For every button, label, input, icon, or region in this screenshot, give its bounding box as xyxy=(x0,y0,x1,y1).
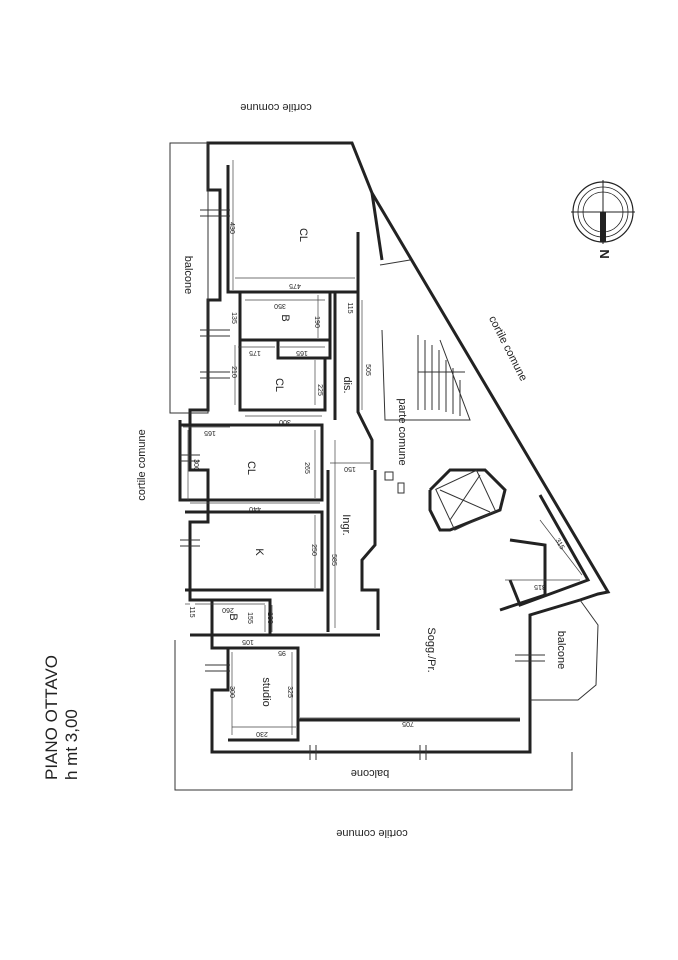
dim-190: 190 xyxy=(313,316,320,328)
wall-corridor-inner xyxy=(379,259,411,266)
wall-dis xyxy=(356,292,374,470)
dim-230: 230 xyxy=(256,730,268,737)
wall-stairs-box xyxy=(381,329,471,421)
wall-right-room xyxy=(508,494,591,607)
lift-cross2 xyxy=(449,474,481,521)
balcone-bottom-outline xyxy=(174,640,573,791)
dim-130: 130 xyxy=(266,612,273,624)
plan-title: PIANO OTTAVO xyxy=(42,655,61,780)
cortile-right-label: cortile comune xyxy=(486,314,529,383)
dim-440: 440 xyxy=(249,505,261,512)
balcone-right-outline xyxy=(530,599,599,701)
cortile-bottom-label: cortile comune xyxy=(336,827,408,839)
balcone-right-label: balcone xyxy=(555,631,567,670)
room-cl2-label: CL xyxy=(273,378,285,392)
dim-315b: 315 xyxy=(553,537,565,551)
room-cl3-label: CL xyxy=(245,461,257,475)
balcone-left-label: balcone xyxy=(182,256,194,295)
lift-box xyxy=(435,469,497,531)
room-b1-label: B xyxy=(279,314,291,321)
dim-135: 135 xyxy=(230,312,237,324)
dim-585: 585 xyxy=(330,554,337,566)
dim-475: 475 xyxy=(289,282,301,289)
dim-165b: 165 xyxy=(204,429,216,436)
north-label: N xyxy=(597,249,612,258)
parte-comune-label: parte comune xyxy=(396,398,408,465)
stairs xyxy=(417,335,465,416)
dim-300b: 300 xyxy=(192,459,199,471)
north-compass-icon xyxy=(571,180,635,244)
room-b2-label: B xyxy=(227,613,239,620)
dim-325: 325 xyxy=(286,686,293,698)
wall-b2 xyxy=(190,598,272,637)
dim-115b: 115 xyxy=(188,606,195,617)
balcone-bottom-label: balcone xyxy=(351,767,390,779)
dim-210: 210 xyxy=(230,366,237,378)
dimension-lines xyxy=(183,160,583,735)
room-dis-label: dis. xyxy=(341,376,353,393)
plan-height: h mt 3,00 xyxy=(62,709,81,780)
dim-300a: 300 xyxy=(279,418,291,425)
wall-ingr xyxy=(360,470,380,630)
lift-cross1 xyxy=(439,489,491,513)
wall-b1-inner xyxy=(276,292,332,360)
dim-300c: 300 xyxy=(228,686,235,698)
room-cl1-label: CL xyxy=(297,228,309,242)
dim-105: 105 xyxy=(242,638,254,645)
windows xyxy=(180,209,545,760)
wall-cl3 xyxy=(178,420,324,502)
wall-cl2 xyxy=(238,340,327,412)
dim-225: 225 xyxy=(316,384,323,396)
wall-studio xyxy=(228,646,300,742)
room-ingr-label: Ingr. xyxy=(340,514,352,535)
cortile-top-label: cortile comune xyxy=(240,101,312,113)
dim-115: 115 xyxy=(346,302,353,313)
dim-250: 250 xyxy=(310,544,317,556)
dim-505: 505 xyxy=(364,364,371,376)
dim-95: 95 xyxy=(278,649,286,656)
balcone-left-outline xyxy=(169,142,209,414)
dim-175: 175 xyxy=(249,349,261,356)
room-sogg-label: Sogg./Pr. xyxy=(425,627,437,672)
dim-315a: 315 xyxy=(534,583,546,590)
dim-430: 430 xyxy=(228,222,235,234)
wall-cl1 xyxy=(226,165,360,294)
dim-150: 150 xyxy=(344,465,356,472)
dim-260: 260 xyxy=(222,606,234,613)
door-marks xyxy=(384,471,405,494)
room-k-label: K xyxy=(253,548,265,556)
wall-k xyxy=(185,510,324,592)
dim-265: 265 xyxy=(303,462,310,474)
wall-corridor-diag xyxy=(370,192,384,261)
cortile-left-label: cortile comune xyxy=(136,429,148,501)
room-studio-label: studio xyxy=(260,677,272,706)
wall-stair-box xyxy=(428,468,507,532)
dim-705: 705 xyxy=(402,720,414,727)
dim-155: 155 xyxy=(246,612,253,624)
dim-165: 165 xyxy=(296,349,308,356)
dim-350: 350 xyxy=(274,302,286,309)
